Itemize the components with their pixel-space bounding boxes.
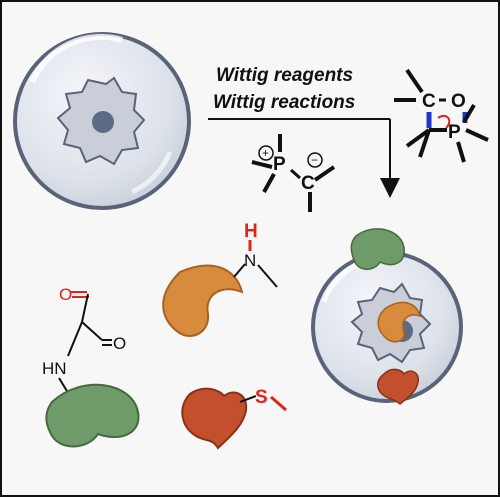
atom-n-amine: N: [244, 251, 256, 270]
red-protein-thioether: S: [181, 387, 287, 450]
atom-o-aldehyde: O: [59, 285, 72, 304]
atom-p-ylide: P: [273, 154, 286, 175]
reaction-arrow: [208, 118, 400, 198]
left-sphere: [13, 32, 191, 210]
charge-minus: −: [311, 153, 318, 167]
label-wittig-reagents: Wittig reagents: [216, 65, 353, 86]
gear-core: [92, 111, 114, 133]
orange-protein-bound: [377, 301, 422, 343]
green-protein-aldehyde: O O HN: [42, 285, 140, 448]
atom-p-oxaphosphetane: P: [448, 122, 461, 143]
atom-n-amide: HN: [42, 359, 67, 378]
green-protein: [45, 383, 140, 448]
label-wittig-reactions: Wittig reactions: [213, 92, 355, 113]
atom-o-oxaphosphetane: O: [451, 91, 466, 112]
atom-h-amine: H: [244, 221, 258, 242]
charge-plus: +: [262, 146, 269, 160]
sphere-highlight: [29, 33, 123, 84]
atom-c-ylide: C: [301, 173, 315, 194]
right-sphere: [311, 228, 463, 406]
ylide-structure: + P C −: [251, 134, 336, 212]
green-protein-bound: [350, 228, 405, 270]
atom-o-amide: O: [113, 334, 126, 353]
orange-protein-amine: N H: [162, 221, 278, 337]
atom-c-oxaphosphetane: C: [422, 91, 436, 112]
red-protein-bound: [377, 368, 419, 406]
oxaphosphetane-structure: C O P: [394, 68, 489, 163]
electron-arrow: [437, 114, 451, 129]
red-protein: [181, 387, 248, 450]
orange-protein: [162, 264, 244, 337]
atom-s-thio: S: [255, 387, 268, 408]
